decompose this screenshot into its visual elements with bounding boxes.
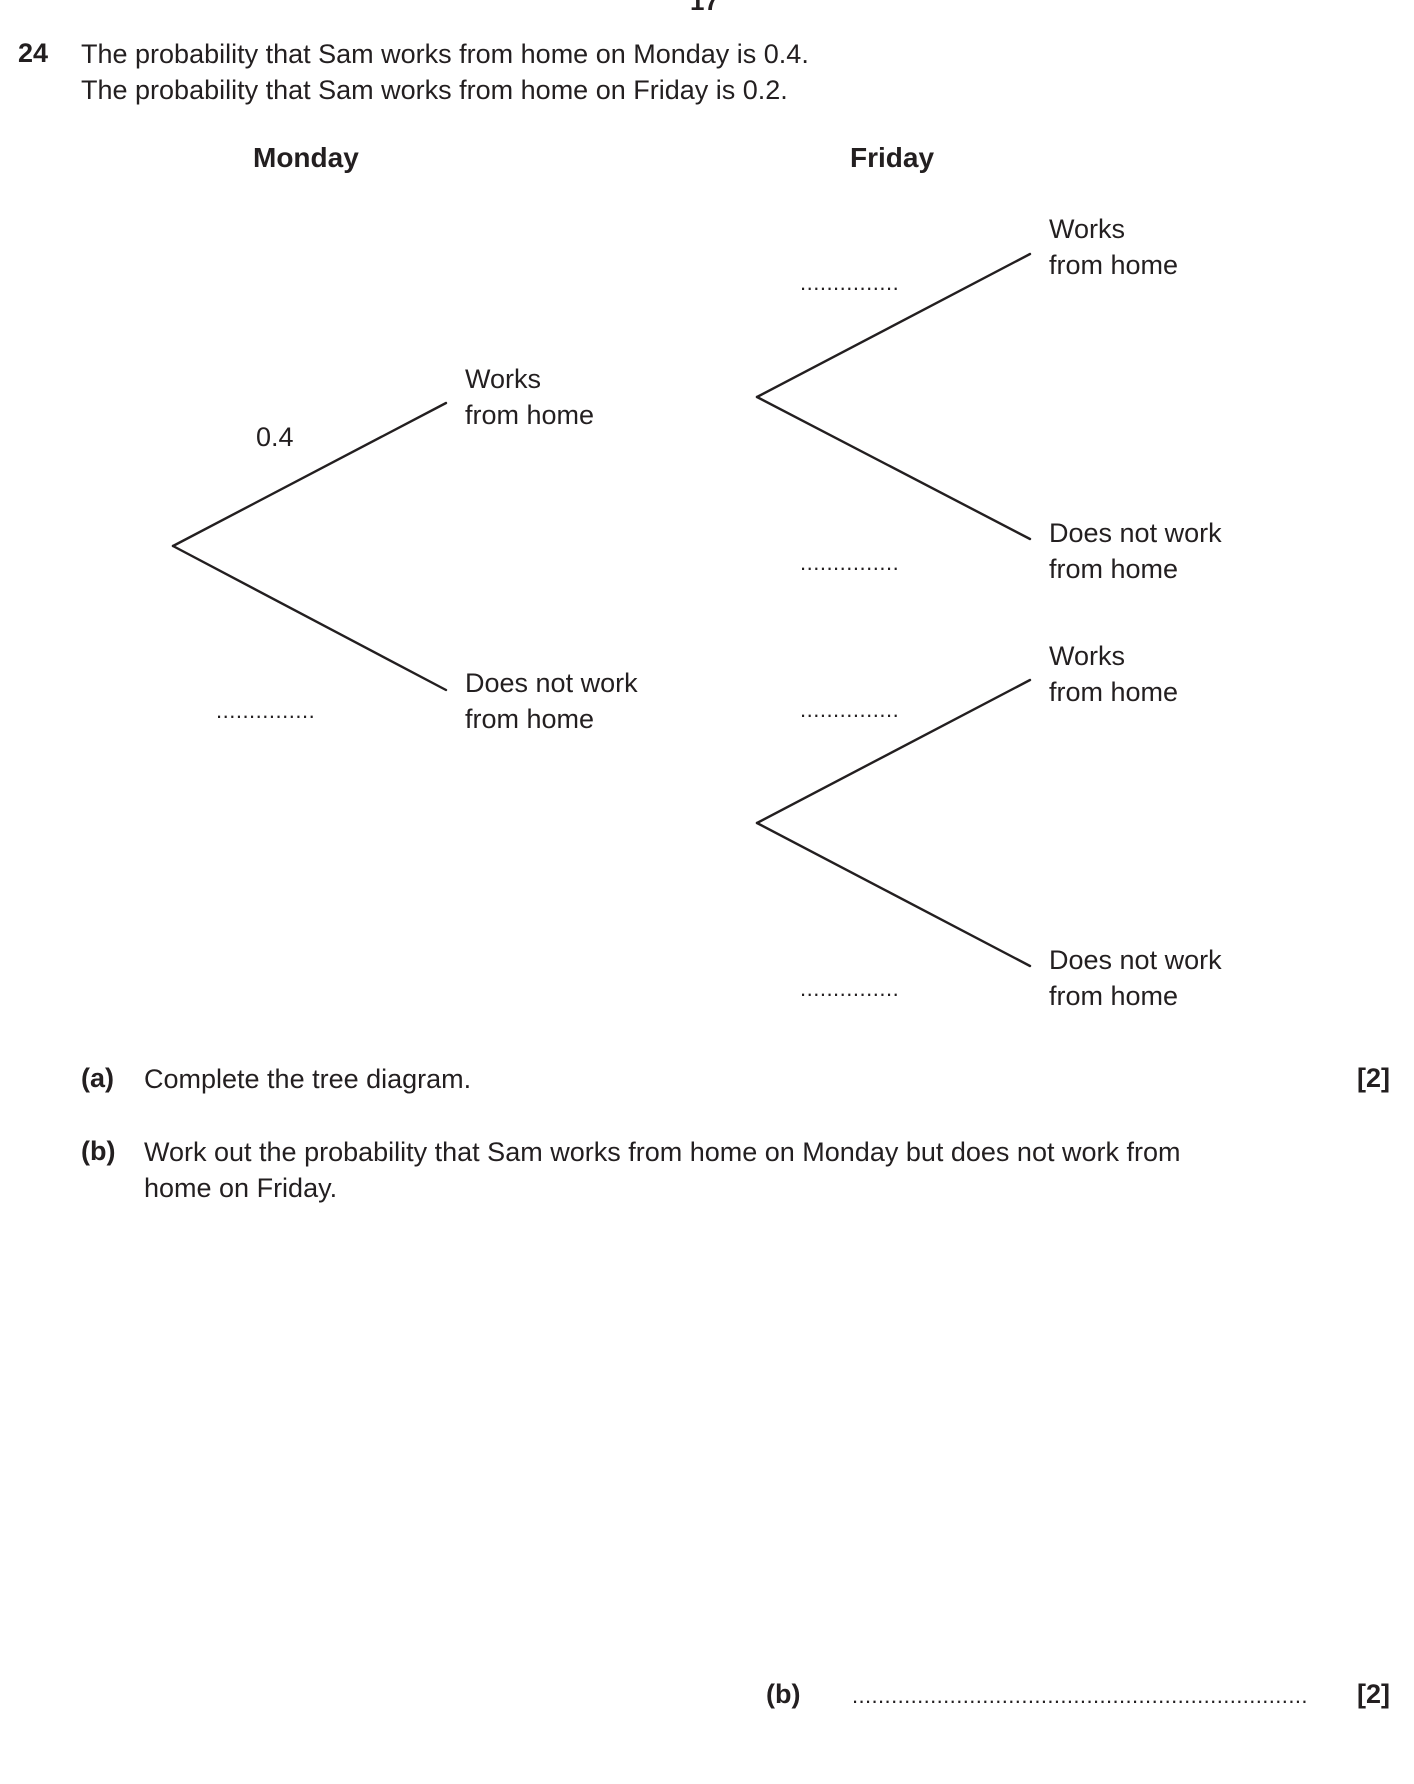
part-b-text-line-1: Work out the probability that Sam works … <box>144 1137 1181 1167</box>
answer-b-label: (b) <box>766 1679 801 1709</box>
branch-friday-bottom-works <box>755 678 1032 825</box>
monday-outcome-works: Works from home <box>465 364 595 430</box>
friday-top-prob-works-blank[interactable]: ............... <box>800 270 900 295</box>
monday-heading: Monday <box>253 142 359 173</box>
monday-prob-not-blank[interactable]: ............... <box>216 698 316 723</box>
branch-friday-top-not <box>755 395 1032 541</box>
friday-top-prob-not-blank[interactable]: ............... <box>800 550 900 575</box>
part-a-text: Complete the tree diagram. <box>144 1064 472 1094</box>
branch-monday-not <box>171 544 448 692</box>
friday-bottom-outcome-works: Works from home <box>1049 641 1179 707</box>
part-a-marks: [2] <box>1357 1063 1390 1093</box>
part-b-text-line-2: home on Friday. <box>144 1173 338 1203</box>
question-stem-line-2: The probability that Sam works from home… <box>81 75 788 105</box>
part-a-letter: (a) <box>81 1063 114 1093</box>
friday-bottom-prob-works-blank[interactable]: ............... <box>800 697 900 722</box>
branch-monday-works <box>171 401 448 548</box>
friday-bottom-outcome-not: Does not work from home <box>1049 945 1222 1011</box>
question-stem-line-1: The probability that Sam works from home… <box>81 39 809 69</box>
question-number: 24 <box>18 38 49 68</box>
friday-heading: Friday <box>850 142 935 173</box>
part-b-marks: [2] <box>1357 1679 1390 1709</box>
friday-top-outcome-works: Works from home <box>1049 214 1179 280</box>
friday-top-outcome-not: Does not work from home <box>1049 518 1222 584</box>
answer-b-line[interactable]: ........................................… <box>852 1683 1308 1708</box>
branch-friday-top-works <box>755 252 1032 399</box>
branch-friday-bottom-not <box>755 821 1032 968</box>
monday-prob-works: 0.4 <box>256 422 294 452</box>
page-number: 17 <box>690 0 719 16</box>
part-b-letter: (b) <box>81 1136 116 1166</box>
friday-bottom-prob-not-blank[interactable]: ............... <box>800 976 900 1001</box>
monday-outcome-not: Does not work from home <box>465 668 638 734</box>
